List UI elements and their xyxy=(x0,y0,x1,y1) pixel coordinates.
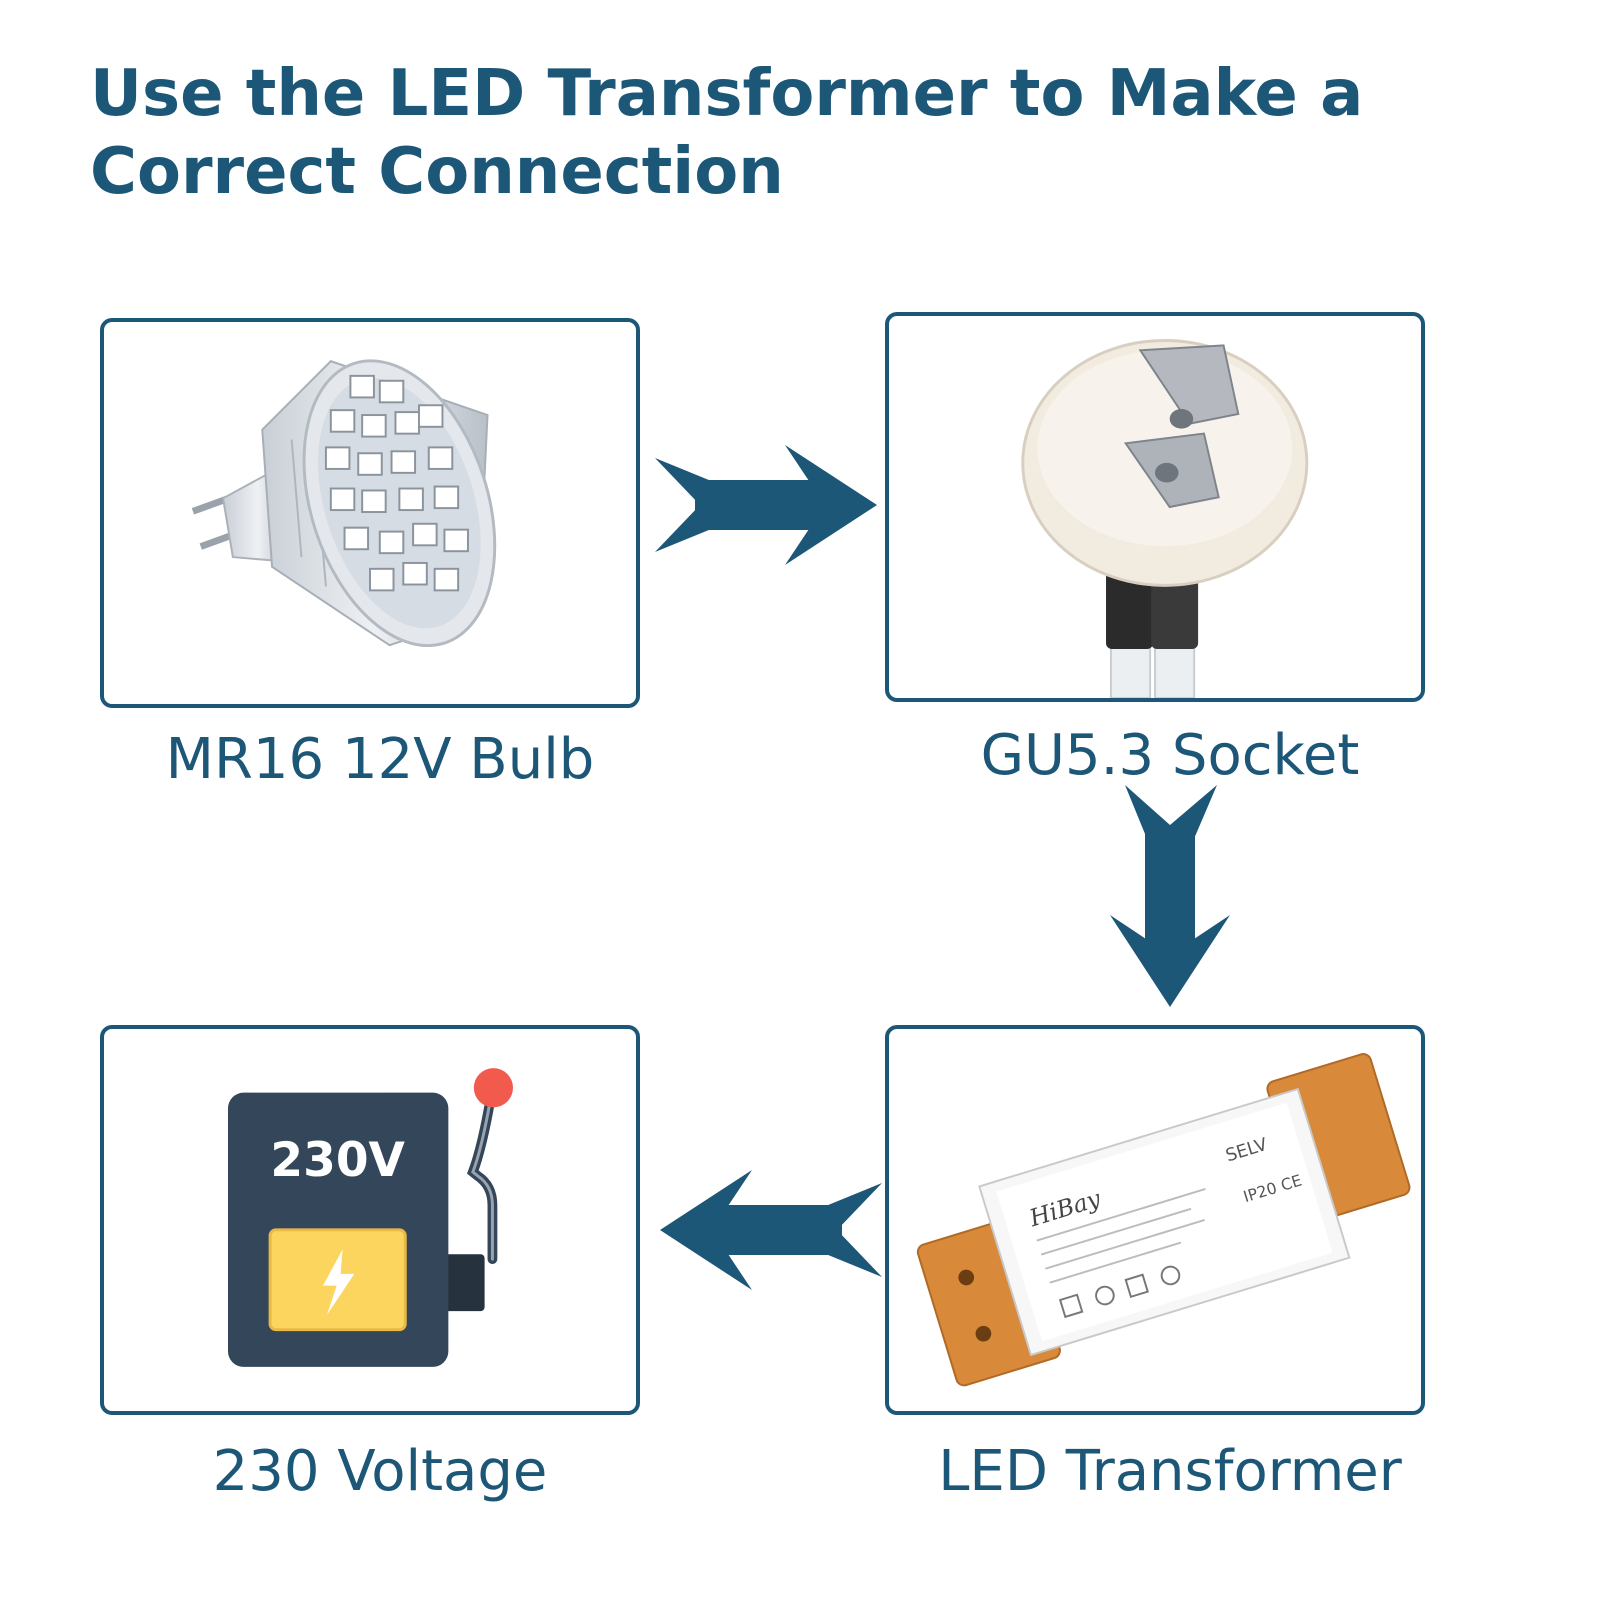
step-box-power: 230V xyxy=(100,1025,640,1415)
step-label-socket: GU5.3 Socket xyxy=(980,723,1360,788)
step-box-transformer: HiBay SELV IP20 CE xyxy=(885,1025,1425,1415)
transformer-image: HiBay SELV IP20 CE xyxy=(916,1053,1411,1387)
arrow-right-icon xyxy=(655,445,877,565)
step-box-socket xyxy=(885,312,1425,702)
step-box-bulb xyxy=(100,318,640,708)
step-label-power: 230 Voltage xyxy=(212,1439,548,1504)
step-label-bulb: MR16 12V Bulb xyxy=(165,727,595,792)
arrow-down-icon xyxy=(1110,785,1230,1007)
step-label-transformer: LED Transformer xyxy=(938,1439,1402,1504)
power-box-icon: 230V xyxy=(227,1068,514,1367)
voltage-display: 230V xyxy=(270,1133,405,1188)
lightning-bolt-icon xyxy=(322,1249,355,1316)
socket-image xyxy=(1021,339,1309,698)
bulb-image xyxy=(191,359,497,648)
page-title: Use the LED Transformer to Make a Correc… xyxy=(90,57,1364,209)
arrow-left-icon xyxy=(660,1170,882,1290)
